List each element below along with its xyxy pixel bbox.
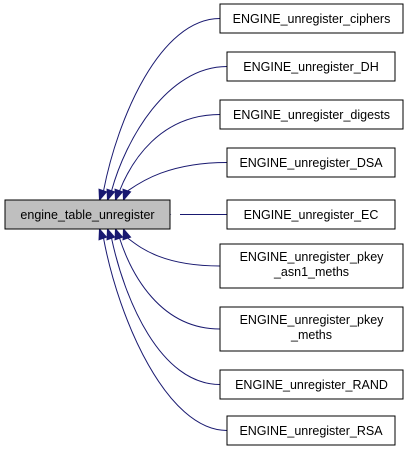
center-node-box <box>4 199 171 230</box>
node-dsa[interactable]: ENGINE_unregister_DSA <box>226 147 396 178</box>
node-label-pkey_meths-line1: ENGINE_unregister_pkey <box>240 313 385 327</box>
node-label-rsa: ENGINE_unregister_RSA <box>239 424 383 438</box>
node-dh[interactable]: ENGINE_unregister_DH <box>226 51 396 82</box>
node-label-dh: ENGINE_unregister_DH <box>243 60 378 74</box>
node-ciphers[interactable]: ENGINE_unregister_ciphers <box>219 3 404 34</box>
arrowhead-dh <box>106 188 116 202</box>
node-label-digests: ENGINE_unregister_digests <box>233 108 390 122</box>
node-label-ec: ENGINE_unregister_EC <box>244 208 379 222</box>
arrowhead-digests <box>114 188 124 202</box>
node-label-pkey_asn1-line1: ENGINE_unregister_pkey <box>240 250 385 264</box>
call-edges <box>98 18 228 431</box>
node-label-ciphers: ENGINE_unregister_ciphers <box>233 12 391 26</box>
node-rsa[interactable]: ENGINE_unregister_RSA <box>226 415 396 446</box>
arrowhead-dsa <box>122 188 132 202</box>
arrowhead-pkey_meths <box>114 227 124 241</box>
node-pkey_meths[interactable]: ENGINE_unregister_pkey_meths <box>219 306 404 352</box>
node-ec[interactable]: ENGINE_unregister_EC <box>226 199 396 230</box>
node-box-ec <box>226 199 396 230</box>
arrowhead-rand <box>106 227 116 241</box>
node-box-ciphers <box>219 3 404 34</box>
node-pkey_asn1[interactable]: ENGINE_unregister_pkey_asn1_meths <box>219 243 404 289</box>
arrowhead-ciphers <box>98 188 108 202</box>
arrowhead-pkey_asn1 <box>122 227 132 241</box>
graph-nodes: engine_table_unregisterENGINE_unregister… <box>4 3 404 446</box>
node-box-rsa <box>226 415 396 446</box>
call-edge-ciphers <box>103 18 221 192</box>
node-box-dsa <box>226 147 396 178</box>
center-node-label: engine_table_unregister <box>20 208 154 222</box>
node-label-dsa: ENGINE_unregister_DSA <box>239 156 383 170</box>
call-edge-dsa <box>127 162 228 192</box>
node-rand[interactable]: ENGINE_unregister_RAND <box>219 369 404 400</box>
call-edge-pkey_meths <box>119 237 221 330</box>
call-edge-rand <box>111 237 221 385</box>
node-label-rand: ENGINE_unregister_RAND <box>235 378 388 392</box>
node-box-dh <box>226 51 396 82</box>
node-box-pkey_meths <box>219 306 404 352</box>
call-edge-digests <box>119 114 221 192</box>
arrowhead-rsa <box>98 227 108 241</box>
node-digests[interactable]: ENGINE_unregister_digests <box>219 99 404 130</box>
center-node[interactable]: engine_table_unregister <box>4 199 171 230</box>
node-box-rand <box>219 369 404 400</box>
node-label-pkey_meths-line2: _meths <box>290 328 332 342</box>
node-box-pkey_asn1 <box>219 243 404 289</box>
node-label-pkey_asn1-line2: _asn1_meths <box>273 265 349 279</box>
node-box-digests <box>219 99 404 130</box>
call-edge-rsa <box>103 237 228 431</box>
call-edge-dh <box>111 66 228 192</box>
call-edge-pkey_asn1 <box>127 237 221 267</box>
